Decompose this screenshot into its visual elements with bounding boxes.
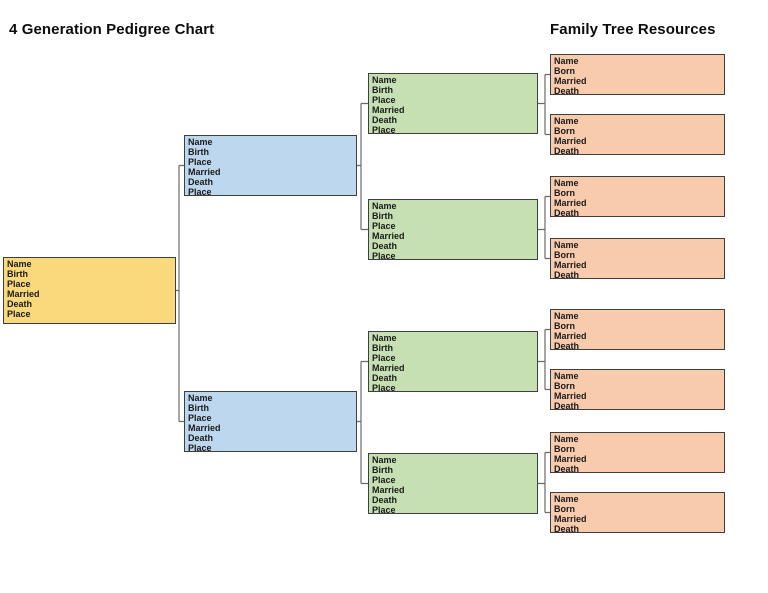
field-label: Place [372, 353, 396, 363]
field-label: Death [372, 495, 398, 505]
field-label: Birth [372, 343, 393, 353]
field-label: Married [554, 136, 587, 146]
field-label: Place [188, 157, 212, 167]
field-label: Birth [188, 403, 209, 413]
field-label: Married [188, 167, 221, 177]
field-label: Death [554, 270, 580, 279]
field-label: Place [7, 309, 31, 319]
field-label: Name [554, 56, 579, 66]
field-label: Death [188, 433, 214, 443]
page-title: 4 Generation Pedigree Chart [9, 21, 215, 38]
field-label: Name [554, 178, 579, 188]
field-label: Married [554, 454, 587, 464]
field-label: Married [554, 391, 587, 401]
resources-title: Family Tree Resources [550, 21, 716, 38]
field-label: Name [188, 137, 213, 147]
field-label: Death [188, 177, 214, 187]
field-label: Married [554, 76, 587, 86]
field-label: Name [7, 259, 32, 269]
field-label: Name [188, 393, 213, 403]
field-label: Place [372, 505, 396, 514]
field-label: Death [554, 524, 580, 533]
field-label: Name [372, 333, 397, 343]
field-label: Born [554, 321, 575, 331]
field-label: Name [554, 434, 579, 444]
field-label: Born [554, 66, 575, 76]
field-label: Married [372, 485, 405, 495]
field-label: Death [554, 208, 580, 217]
field-label: Birth [372, 465, 393, 475]
field-label: Married [554, 331, 587, 341]
field-label: Place [372, 251, 396, 260]
field-label: Born [554, 504, 575, 514]
field-label: Death [554, 86, 580, 95]
field-label: Born [554, 126, 575, 136]
field-label: Place [372, 221, 396, 231]
field-label: Death [554, 341, 580, 350]
field-label: Place [372, 383, 396, 392]
field-label: Married [554, 514, 587, 524]
field-label: Name [554, 311, 579, 321]
field-label: Married [554, 198, 587, 208]
field-label: Place [188, 187, 212, 196]
field-label: Born [554, 188, 575, 198]
field-label: Name [372, 455, 397, 465]
field-label: Name [554, 371, 579, 381]
field-label: Death [372, 373, 398, 383]
field-label: Born [554, 381, 575, 391]
field-label: Married [372, 105, 405, 115]
field-label: Place [372, 95, 396, 105]
field-label: Married [7, 289, 40, 299]
field-label: Birth [7, 269, 28, 279]
field-label: Born [554, 250, 575, 260]
field-label: Married [188, 423, 221, 433]
field-label: Place [188, 413, 212, 423]
field-label: Death [554, 401, 580, 410]
field-label: Death [7, 299, 33, 309]
field-label: Name [554, 116, 579, 126]
field-label: Place [7, 279, 31, 289]
field-label: Name [554, 494, 579, 504]
field-label: Born [554, 444, 575, 454]
field-label: Name [554, 240, 579, 250]
field-label: Death [372, 241, 398, 251]
field-label: Place [372, 125, 396, 134]
field-label: Birth [188, 147, 209, 157]
field-label: Birth [372, 211, 393, 221]
field-label: Name [372, 75, 397, 85]
field-label: Married [372, 363, 405, 373]
field-label: Married [372, 231, 405, 241]
field-label: Place [188, 443, 212, 452]
field-label: Birth [372, 85, 393, 95]
field-label: Death [554, 146, 580, 155]
field-label: Name [372, 201, 397, 211]
field-label: Place [372, 475, 396, 485]
field-label: Death [554, 464, 580, 473]
field-label: Death [372, 115, 398, 125]
field-label: Married [554, 260, 587, 270]
